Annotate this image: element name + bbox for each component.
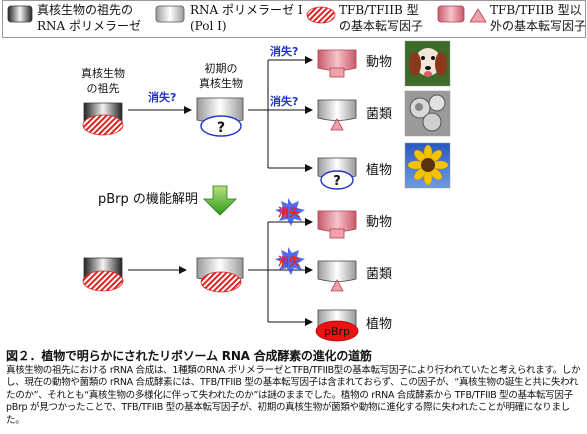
svg-text:真核生物: 真核生物 (199, 76, 243, 90)
figure-caption: 図２．植物で明らかにされたリボソーム RNA 合成酵素の進化の道筋 真核生物の祖… (6, 347, 584, 427)
legend-non-tfb: TFB/TFIIB 型以 外の基本転写因子 (437, 3, 586, 33)
legend-pol-i: RNA ポリメラーゼ I (Pol I) (155, 3, 303, 33)
ancestor-complex (82, 102, 124, 136)
pbrp-label: pBrp (324, 325, 350, 338)
legend-box (2, 0, 586, 38)
fungi-label-top: 菌類 (366, 107, 392, 122)
svg-text:消失: 消失 (278, 205, 301, 219)
caption-title: 図２．植物で明らかにされたリボソーム RNA 合成酵素の進化の道筋 (6, 349, 372, 363)
animal-complex-bottom (317, 210, 357, 239)
svg-text:TFB/TFIIB 型: TFB/TFIIB 型 (339, 3, 419, 17)
caption-body: 真核生物の祖先における rRNA 合成は、1種類のRNA ポリメラーゼとTFB/… (6, 365, 581, 426)
fungi-complex-bottom (317, 260, 357, 292)
plant-label-top: 植物 (366, 163, 392, 178)
loss-question-fungi: 消失? (270, 94, 298, 108)
early-eukaryote-label: 初期の (205, 61, 238, 75)
svg-text:?: ? (333, 174, 341, 189)
early-complex: ? (196, 97, 244, 137)
loss-burst-animal: 消失 (275, 198, 305, 226)
fungi-complex-top (317, 99, 357, 131)
legend-ancestor-rnap: 真核生物の祖先の RNA ポリメラーゼ (7, 2, 141, 33)
svg-text:外の基本転写因子: 外の基本転写因子 (490, 19, 586, 33)
early-complex-bottom (196, 257, 244, 293)
svg-text:消失: 消失 (278, 254, 301, 268)
svg-text:(Pol I): (Pol I) (190, 19, 227, 33)
svg-text:真核生物の祖先の: 真核生物の祖先の (37, 2, 133, 17)
ancestor-label: 真核生物 (81, 66, 125, 80)
down-arrow (203, 185, 237, 216)
pbrp-function-title: pBrp の機能解明 (98, 192, 198, 207)
animal-complex-top (317, 49, 357, 78)
loss-question-animal: 消失? (270, 44, 298, 58)
sunflower-photo (404, 142, 451, 189)
plant-label-bottom: 植物 (366, 317, 392, 332)
yeast-photo (404, 90, 451, 137)
plant-complex-bottom: pBrp (315, 309, 359, 342)
legend-tfb-tfiib: TFB/TFIIB 型 の基本転写因子 (306, 3, 423, 33)
ancestor-complex-bottom (82, 257, 124, 292)
animal-label-top: 動物 (366, 55, 392, 70)
svg-text:の基本転写因子: の基本転写因子 (339, 19, 423, 33)
svg-text:RNA ポリメラーゼ: RNA ポリメラーゼ (37, 19, 141, 33)
svg-text:の祖先: の祖先 (87, 81, 120, 95)
svg-text:?: ? (217, 120, 225, 136)
dog-photo (404, 40, 451, 87)
svg-text:RNA ポリメラーゼ I: RNA ポリメラーゼ I (190, 3, 303, 17)
loss-burst-fungi: 消失 (275, 247, 305, 275)
loss-question-1: 消失? (148, 90, 176, 104)
plant-complex-top: ? (317, 157, 357, 190)
fungi-label-bottom: 菌類 (366, 267, 392, 282)
evolution-diagram: 真核生物の祖先の RNA ポリメラーゼ RNA ポリメラーゼ I (Pol I)… (7, 2, 586, 342)
svg-text:TFB/TFIIB 型以: TFB/TFIIB 型以 (490, 3, 582, 17)
animal-label-bottom: 動物 (366, 215, 392, 230)
